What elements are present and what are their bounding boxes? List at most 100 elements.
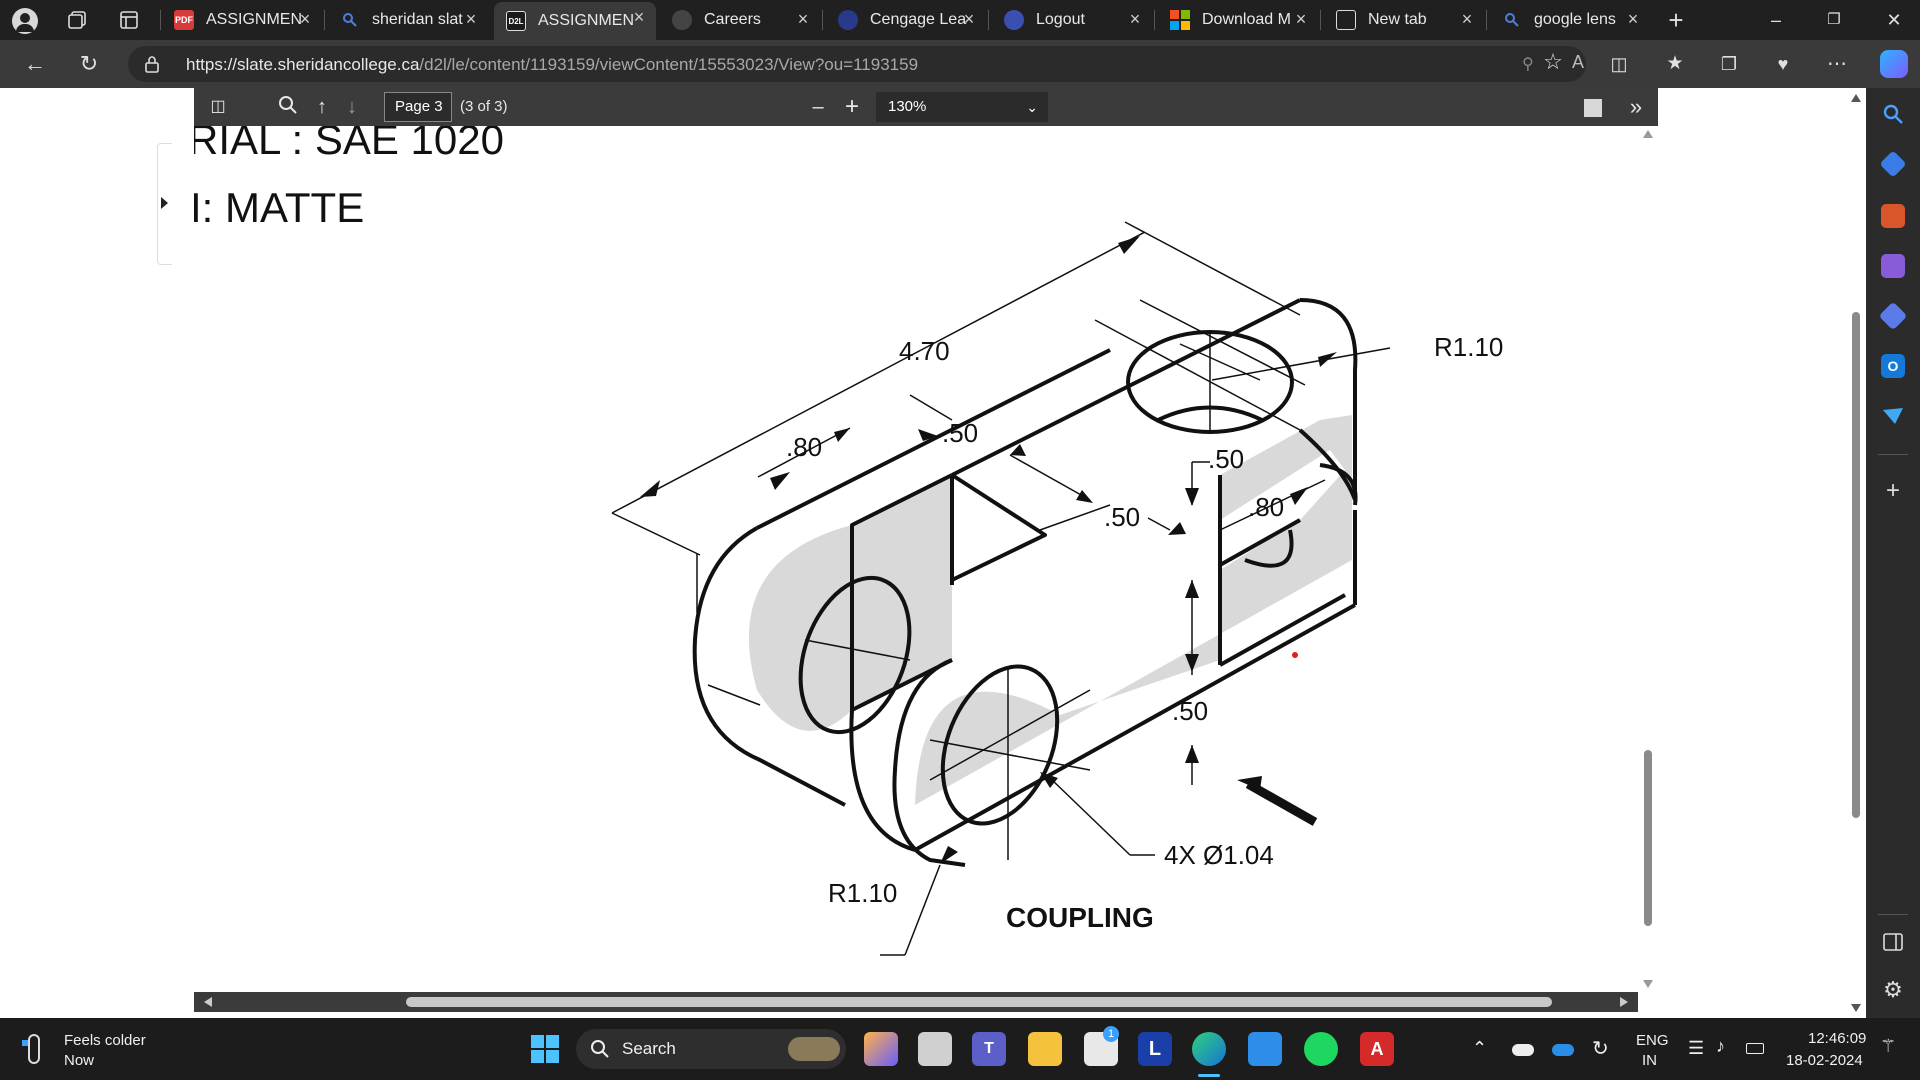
volume-icon[interactable]: ♪ — [1716, 1036, 1725, 1056]
cengage-icon — [838, 10, 858, 30]
edge-icon[interactable] — [1192, 1032, 1226, 1066]
address-bar[interactable]: https://slate.sheridancollege.ca/d2l/le/… — [128, 46, 1586, 82]
close-icon[interactable]: × — [1627, 9, 1639, 29]
wifi-icon[interactable]: ☰ — [1688, 1038, 1705, 1058]
zoom-select[interactable]: 130%⌄ — [876, 92, 1048, 122]
close-window-button[interactable]: ✕ — [1886, 10, 1902, 30]
pdf-toolbar: ◫ ↑ ↓ Page 3 (3 of 3) – + 130%⌄ » — [194, 88, 1658, 126]
onedrive-blue-icon[interactable] — [1552, 1044, 1574, 1056]
close-icon[interactable]: × — [1129, 9, 1141, 29]
more-menu-icon[interactable]: ⋯ — [1827, 53, 1847, 75]
performance-icon[interactable]: ♥ — [1777, 54, 1789, 74]
dim-top-radius: R1.10 — [1434, 332, 1504, 362]
l-app-icon[interactable]: L — [1138, 1032, 1172, 1066]
close-icon[interactable]: × — [1461, 9, 1473, 29]
chevron-up-icon[interactable]: ⌃ — [1472, 1038, 1488, 1058]
games-icon[interactable] — [1881, 254, 1905, 278]
file-explorer-icon[interactable] — [1028, 1032, 1062, 1066]
pdf-vertical-scrollbar[interactable] — [1638, 126, 1658, 992]
next-page-icon[interactable]: ↓ — [347, 96, 357, 118]
key-icon[interactable]: ⚲ — [1522, 56, 1534, 73]
star-icon[interactable]: ☆ — [1543, 49, 1563, 74]
sync-icon[interactable]: ↻ — [1592, 1038, 1609, 1060]
battery-icon[interactable] — [1746, 1043, 1764, 1054]
send-icon[interactable] — [1881, 404, 1905, 428]
tab-6[interactable]: Download M × — [1158, 4, 1318, 36]
language-bottom[interactable]: IN — [1642, 1052, 1657, 1069]
tab-label: ASSIGNMEN — [538, 12, 635, 29]
tab-actions-icon[interactable] — [118, 9, 140, 31]
tab-label: Download M — [1202, 11, 1291, 28]
outlook-icon[interactable]: O — [1881, 354, 1905, 378]
back-button[interactable]: ← — [24, 51, 46, 76]
microsoft-icon — [1170, 10, 1190, 30]
minimize-button[interactable]: – — [1770, 10, 1781, 30]
edge-sidebar: O + ⚙ — [1866, 88, 1920, 1018]
hide-sidebar-icon[interactable] — [1881, 930, 1905, 954]
clock-time[interactable]: 12:46:09 — [1808, 1030, 1867, 1047]
tab-0[interactable]: PDF ASSIGNMEN × — [162, 4, 322, 36]
sidebar-toggle-icon[interactable]: ◫ — [210, 98, 226, 115]
url-text: https://slate.sheridancollege.ca/d2l/le/… — [186, 55, 918, 75]
tab-2[interactable]: D2L ASSIGNMEN × — [494, 2, 656, 40]
spotify-icon[interactable] — [1304, 1032, 1338, 1066]
close-icon[interactable]: × — [465, 9, 477, 29]
zoom-out-icon[interactable]: – — [812, 96, 824, 118]
split-screen-icon[interactable]: ◫ — [1610, 54, 1628, 74]
close-icon[interactable]: × — [797, 9, 809, 29]
newtab-icon — [1336, 10, 1356, 30]
weather-widget[interactable]: Feels colder Now — [22, 1030, 172, 1070]
task-view-icon[interactable] — [918, 1032, 952, 1066]
onedrive-white-icon[interactable] — [1512, 1044, 1534, 1056]
tools-icon[interactable] — [1881, 204, 1905, 228]
restore-button[interactable]: ❐ — [1827, 11, 1841, 28]
shopping-tag-icon[interactable] — [1879, 150, 1907, 178]
fit-page-icon[interactable] — [1584, 99, 1602, 117]
tab-4[interactable]: Cengage Lea × — [826, 4, 986, 36]
dim-holes: 4X Ø1.04 — [1164, 840, 1274, 870]
close-icon[interactable]: × — [1295, 9, 1307, 29]
copilot-icon[interactable] — [1880, 50, 1908, 78]
active-indicator — [1198, 1074, 1220, 1077]
tab-label: Logout — [1036, 11, 1085, 28]
favorites-icon[interactable]: ★ — [1666, 53, 1684, 74]
teams-icon[interactable]: T — [972, 1032, 1006, 1066]
search-icon[interactable] — [1881, 102, 1905, 126]
zoom-in-icon[interactable]: + — [844, 93, 859, 120]
workspaces-icon[interactable] — [66, 9, 88, 31]
tab-7[interactable]: New tab × — [1324, 4, 1484, 36]
profile-avatar[interactable] — [12, 8, 38, 34]
pdf-horizontal-scrollbar[interactable] — [194, 992, 1638, 1012]
copilot-pre-icon[interactable] — [864, 1032, 898, 1066]
tab-5[interactable]: Logout × — [992, 4, 1152, 36]
page-vertical-scrollbar[interactable] — [1846, 88, 1866, 1018]
close-icon[interactable]: × — [963, 9, 975, 29]
photos-icon[interactable] — [1248, 1032, 1282, 1066]
autocad-icon[interactable]: A — [1360, 1032, 1394, 1066]
weather-title: Feels colder — [64, 1032, 146, 1049]
copilot-designer-icon[interactable] — [1878, 301, 1908, 331]
refresh-button[interactable]: ↻ — [79, 51, 99, 76]
outline-collapse-tab[interactable] — [157, 143, 172, 265]
notification-bell-icon[interactable]: ⚚ — [1880, 1036, 1897, 1056]
tab-8[interactable]: google lens × — [1490, 4, 1650, 36]
page-number-input[interactable]: Page 3 — [384, 92, 452, 122]
previous-page-icon[interactable]: ↑ — [317, 96, 327, 118]
read-aloud-icon[interactable]: A — [1572, 52, 1585, 72]
new-tab-button[interactable]: + — [1668, 5, 1684, 35]
close-icon[interactable]: × — [299, 9, 311, 29]
collections-icon[interactable]: ❐ — [1720, 54, 1738, 74]
taskbar-search[interactable]: Search — [576, 1029, 846, 1069]
close-icon[interactable]: × — [633, 7, 645, 27]
language-top[interactable]: ENG — [1636, 1032, 1669, 1049]
settings-gear-icon[interactable]: ⚙ — [1883, 977, 1903, 1002]
tab-1[interactable]: sheridan slat × — [328, 4, 488, 36]
more-tools-icon[interactable]: » — [1629, 94, 1643, 119]
add-icon[interactable]: + — [1885, 477, 1900, 504]
tab-3[interactable]: Careers × — [660, 4, 820, 36]
careers-icon — [672, 10, 692, 30]
clock-date[interactable]: 18-02-2024 — [1786, 1052, 1863, 1069]
search-icon[interactable] — [274, 94, 302, 120]
windows-start-icon[interactable] — [528, 1032, 562, 1066]
weather-arrow-icon — [22, 1040, 28, 1046]
